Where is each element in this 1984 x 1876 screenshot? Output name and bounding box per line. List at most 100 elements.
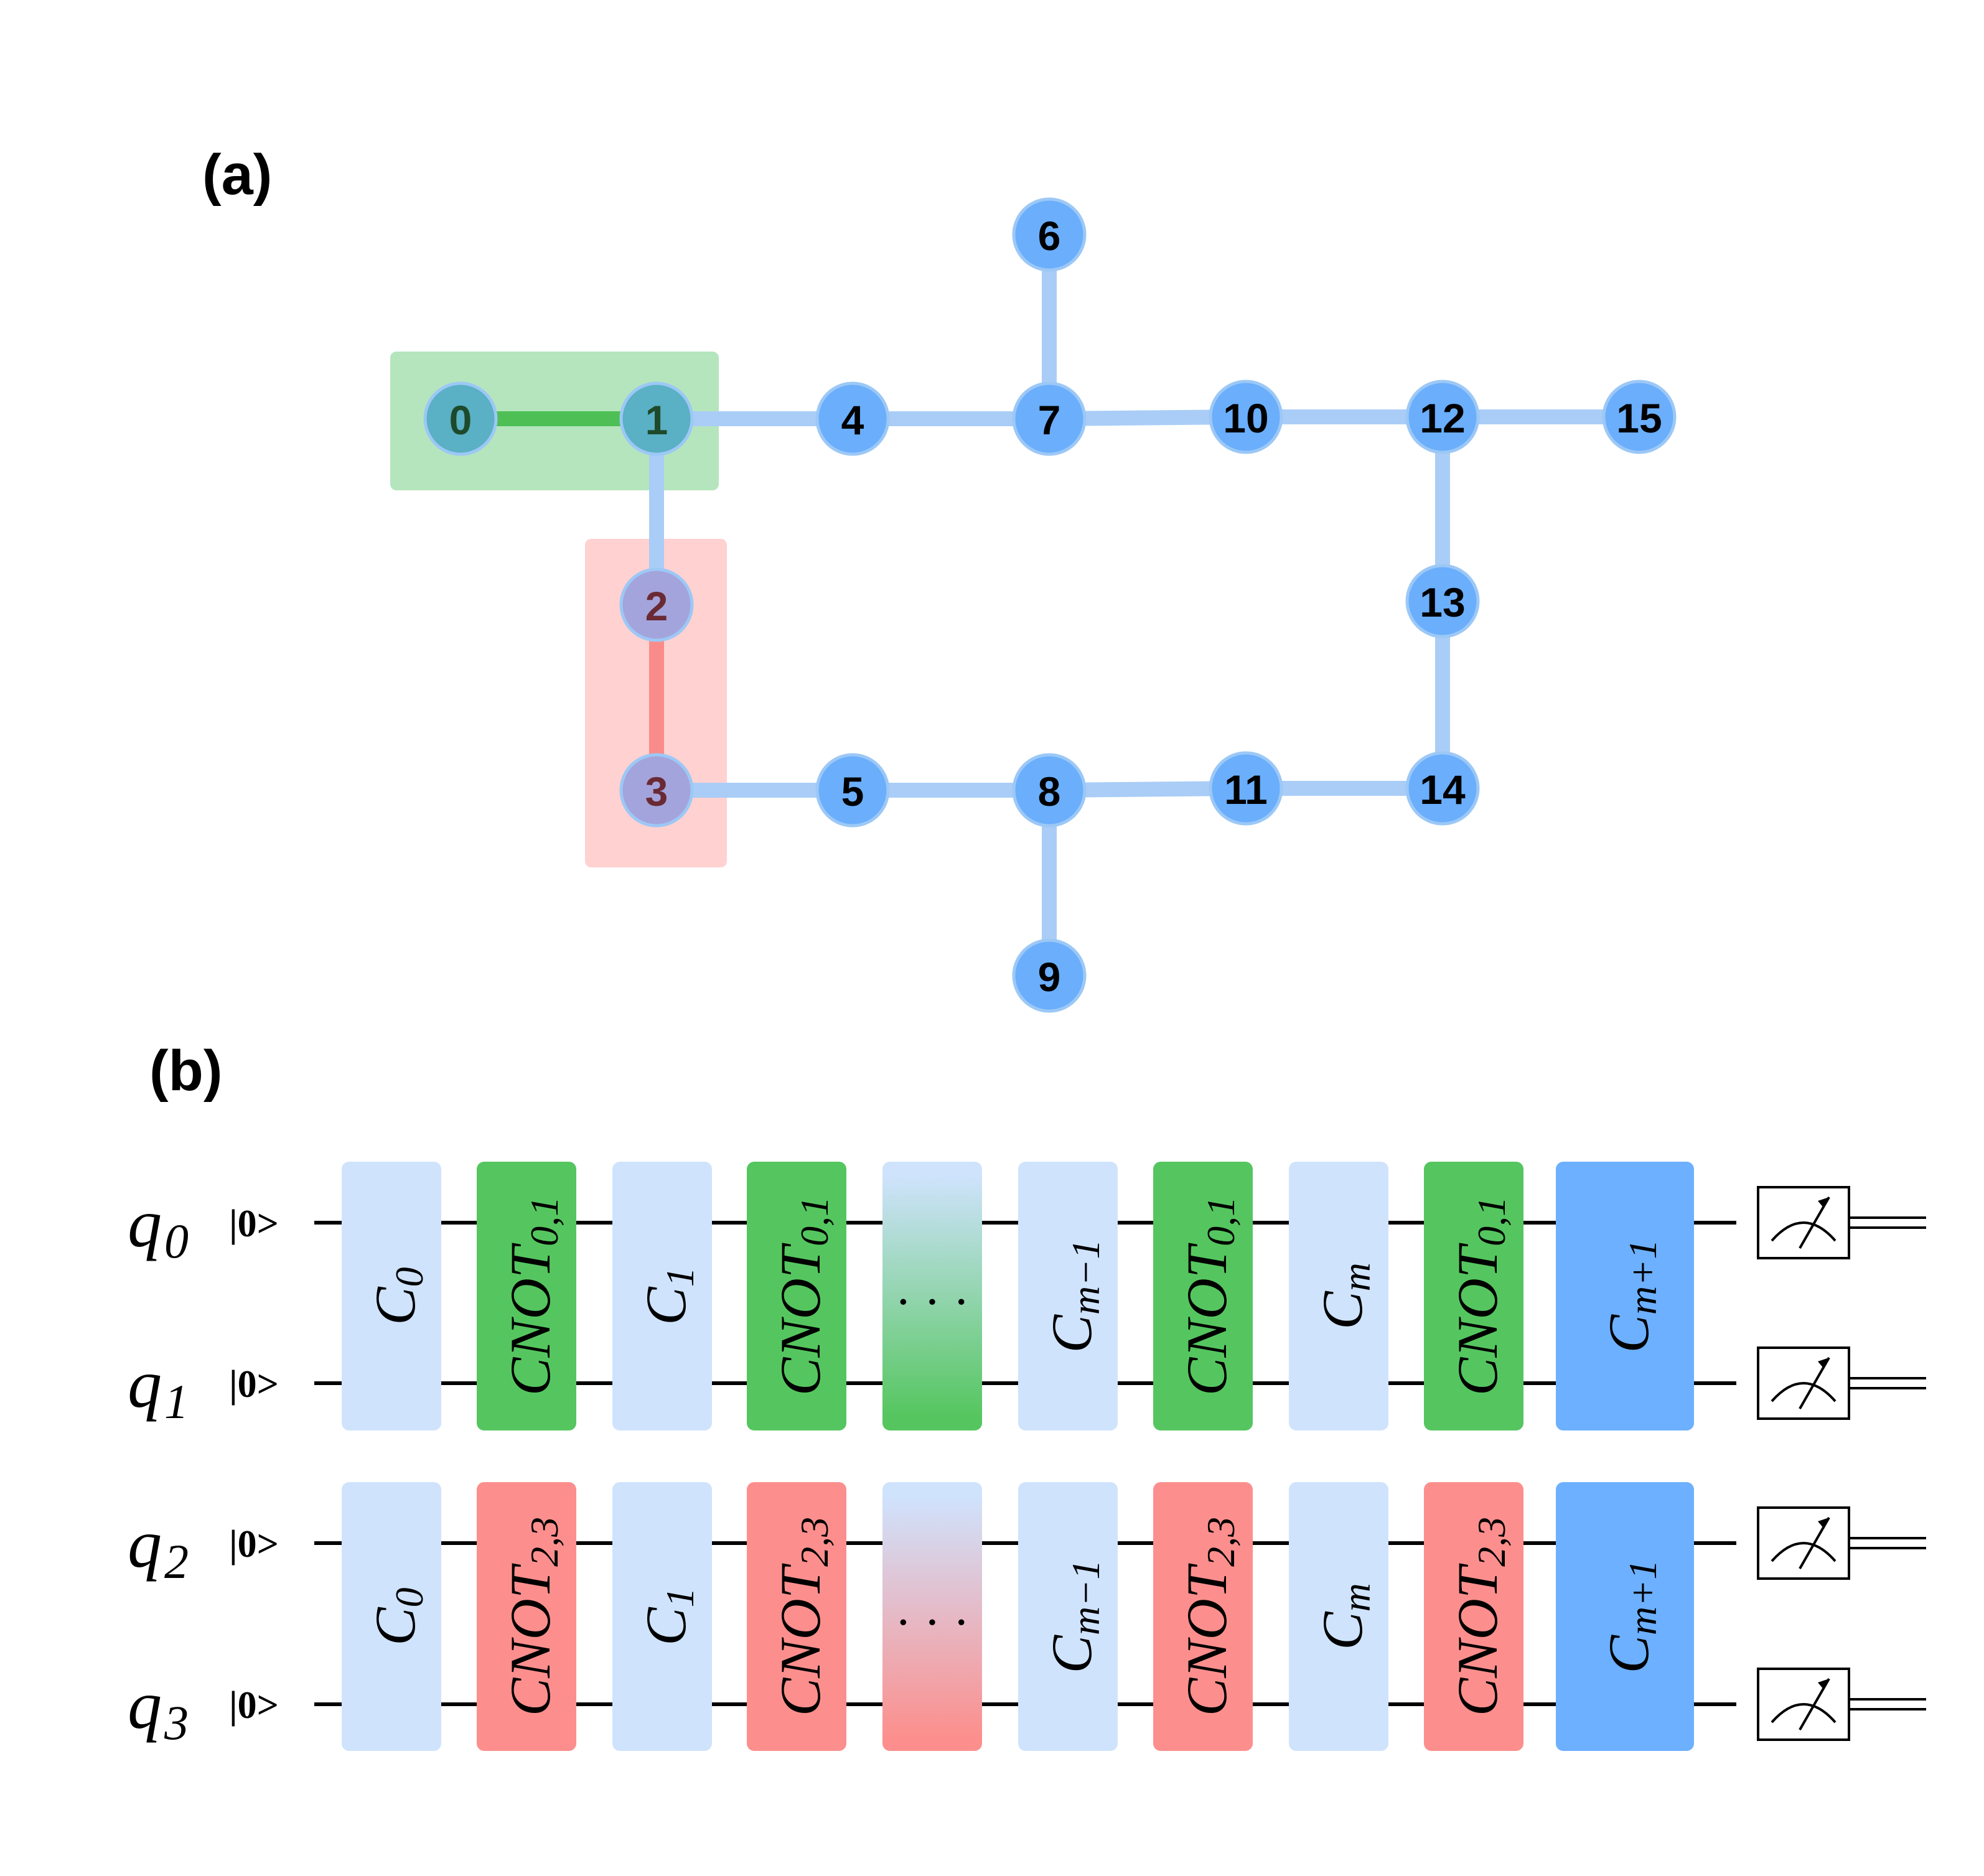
gate-1-8: CNOT2,3 (1424, 1482, 1523, 1751)
gate-label-subscript: m (1334, 1583, 1378, 1612)
ellipsis-label: · · · (895, 1275, 970, 1330)
node-7: 7 (1012, 381, 1087, 456)
node-circle (619, 381, 694, 456)
gate-box (612, 1162, 712, 1430)
gate-box (1289, 1162, 1388, 1430)
gate-1-5: Cm−1 (1018, 1482, 1118, 1751)
node-circle (1602, 380, 1677, 454)
gate-label-subscript: m+1 (1621, 1560, 1665, 1635)
node-9: 9 (1012, 938, 1087, 1013)
node-label: 10 (1223, 395, 1268, 441)
node-10: 10 (1209, 380, 1283, 454)
gate-label-subscript: 1 (658, 1587, 702, 1607)
gate-label-main: CNOT (1175, 1243, 1238, 1396)
ket-zero-0: |0> (229, 1203, 279, 1245)
gate-box (1153, 1482, 1253, 1751)
meter-icon (1757, 1346, 1926, 1420)
gate-1-0: C0 (342, 1482, 441, 1751)
node-circle (1012, 197, 1087, 272)
qubit-label-3: q3 (128, 1667, 189, 1750)
qubit-label-1: q1 (128, 1346, 189, 1429)
gate-label: C1 (634, 1587, 702, 1645)
gate-label: CNOT2,3 (1175, 1517, 1243, 1716)
gate-box (1289, 1482, 1388, 1751)
gate-1-7: Cm (1289, 1482, 1388, 1751)
node-13: 13 (1405, 564, 1480, 638)
qubit-label-0: q0 (128, 1185, 189, 1268)
gate-label-subscript: m−1 (1064, 1239, 1108, 1315)
gate-label: C0 (363, 1587, 431, 1645)
node-label: 15 (1616, 395, 1662, 441)
gate-label: CNOT0,1 (769, 1197, 836, 1396)
gate-box (882, 1482, 982, 1751)
gate-box (477, 1162, 576, 1430)
node-label: 0 (449, 397, 472, 443)
node-1: 1 (619, 381, 694, 456)
node-circle (423, 381, 498, 456)
gate-label: CNOT2,3 (769, 1517, 836, 1716)
gate-label-subscript: 0 (387, 1267, 431, 1287)
gate-0-5: Cm−1 (1018, 1162, 1118, 1430)
node-label: 1 (645, 397, 668, 443)
node-label: 7 (1038, 397, 1061, 443)
gate-label: C0 (363, 1267, 431, 1325)
gate-box (1153, 1162, 1253, 1430)
qubit-subscript: 3 (164, 1696, 189, 1750)
gate-label-main: C (1040, 1314, 1103, 1353)
node-0: 0 (423, 381, 498, 456)
node-circle (1405, 751, 1480, 826)
node-6: 6 (1012, 197, 1087, 272)
ket-zero-1: |0> (229, 1363, 279, 1406)
qubit-subscript: 1 (164, 1374, 189, 1429)
meter-icon (1757, 1186, 1926, 1259)
node-circle (1405, 380, 1480, 454)
gate-0-7: Cm (1289, 1162, 1388, 1430)
gate-box (342, 1482, 441, 1751)
gate-label-subscript: 0,1 (792, 1197, 836, 1246)
gate-label-subscript: 1 (658, 1267, 702, 1287)
gate-label-main: C (363, 1607, 427, 1646)
gate-box (612, 1482, 712, 1751)
qubit-subscript: 0 (164, 1214, 189, 1268)
gate-label-main: C (1311, 1290, 1374, 1330)
node-label: 6 (1038, 213, 1061, 259)
gate-label-subscript: 2,3 (1469, 1517, 1514, 1567)
gate-label: C1 (634, 1267, 702, 1325)
node-label: 9 (1038, 954, 1061, 1000)
node-circle (1209, 380, 1283, 454)
gate-label: CNOT0,1 (1446, 1197, 1514, 1396)
gate-box (1424, 1482, 1523, 1751)
gate-label-main: C (1597, 1634, 1660, 1673)
gate-box (1018, 1162, 1118, 1430)
gate-label-subscript: m (1334, 1262, 1378, 1291)
node-circle (1012, 753, 1087, 828)
node-label: 2 (645, 583, 668, 629)
node-circle (619, 753, 694, 828)
gate-0-4: · · · (882, 1162, 982, 1430)
node-label: 3 (645, 768, 668, 814)
meter-icon (1757, 1506, 1926, 1580)
node-label: 5 (841, 768, 864, 814)
gate-label-main: C (634, 1286, 698, 1325)
node-circle (815, 753, 890, 828)
gate-label-main: C (634, 1607, 698, 1646)
gate-label-subscript: m+1 (1621, 1239, 1665, 1315)
gate-label-subscript: 0,1 (522, 1197, 566, 1246)
node-5: 5 (815, 753, 890, 828)
gate-label: Cm−1 (1040, 1560, 1108, 1674)
gate-label-main: CNOT (769, 1243, 832, 1396)
gate-label: CNOT2,3 (1446, 1517, 1514, 1716)
node-circle (619, 567, 694, 642)
node-4: 4 (815, 381, 890, 456)
gate-label-subscript: 2,3 (522, 1517, 566, 1567)
node-11: 11 (1209, 751, 1283, 826)
node-8: 8 (1012, 753, 1087, 828)
gate-label-main: CNOT (498, 1563, 562, 1716)
panel-b-label: (b) (149, 1039, 222, 1103)
gate-label: CNOT0,1 (1175, 1197, 1243, 1396)
node-15: 15 (1602, 380, 1677, 454)
gate-0-1: CNOT0,1 (477, 1162, 576, 1430)
node-2: 2 (619, 567, 694, 642)
